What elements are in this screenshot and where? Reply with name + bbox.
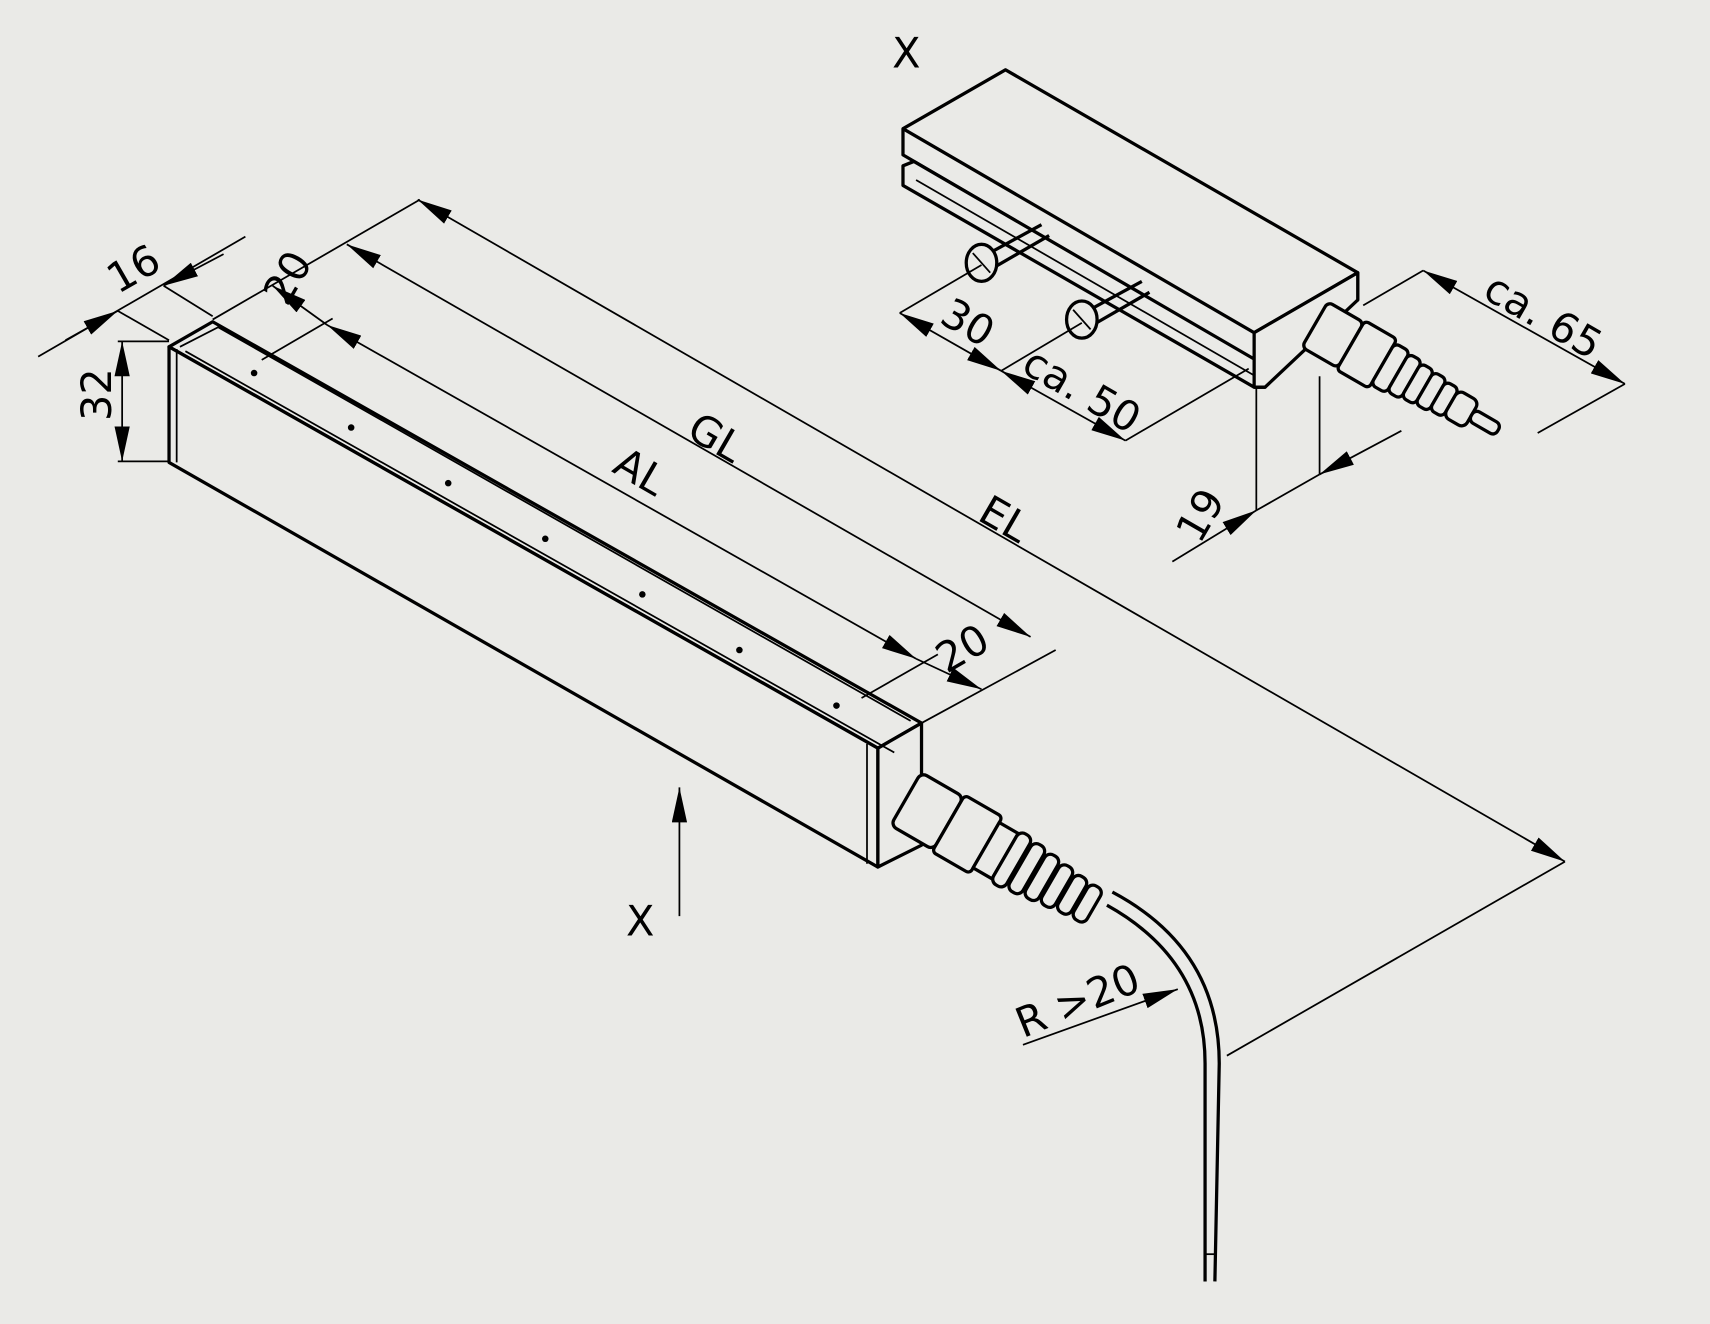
cable xyxy=(1106,890,1221,1282)
clamp-screw xyxy=(964,223,1050,284)
dim-el-label: EL xyxy=(971,486,1038,552)
dimension-radius: R >20 xyxy=(1009,955,1179,1048)
scale-body xyxy=(167,320,924,869)
detail-view-x: X 30 ca. 50 xyxy=(892,30,1626,563)
dimension-height-32: 32 xyxy=(73,340,170,463)
dim-19-label: 19 xyxy=(1167,481,1235,551)
dim-16-label: 16 xyxy=(99,235,169,303)
dim-20-left-label: 20 xyxy=(254,243,322,313)
dim-30-label: 30 xyxy=(933,289,1003,357)
clamp-screw xyxy=(1064,279,1151,340)
dim-gl-label: GL xyxy=(680,403,752,472)
view-x-detail-label: X xyxy=(892,30,920,78)
dim-ca65-label: ca. 65 xyxy=(1476,264,1610,369)
view-x-arrow: X xyxy=(626,787,688,946)
dim-radius-label: R >20 xyxy=(1009,955,1147,1048)
dim-ca50-label: ca. 50 xyxy=(1015,338,1149,443)
dim-al-label: AL xyxy=(606,438,675,505)
dimension-19: 19 xyxy=(1167,376,1402,563)
dim-20-right-label: 20 xyxy=(928,615,998,683)
cable-gland xyxy=(891,773,1103,924)
dim-32-label: 32 xyxy=(73,368,121,421)
view-x-main-label: X xyxy=(626,898,654,946)
detail-cable-gland xyxy=(1302,302,1501,436)
